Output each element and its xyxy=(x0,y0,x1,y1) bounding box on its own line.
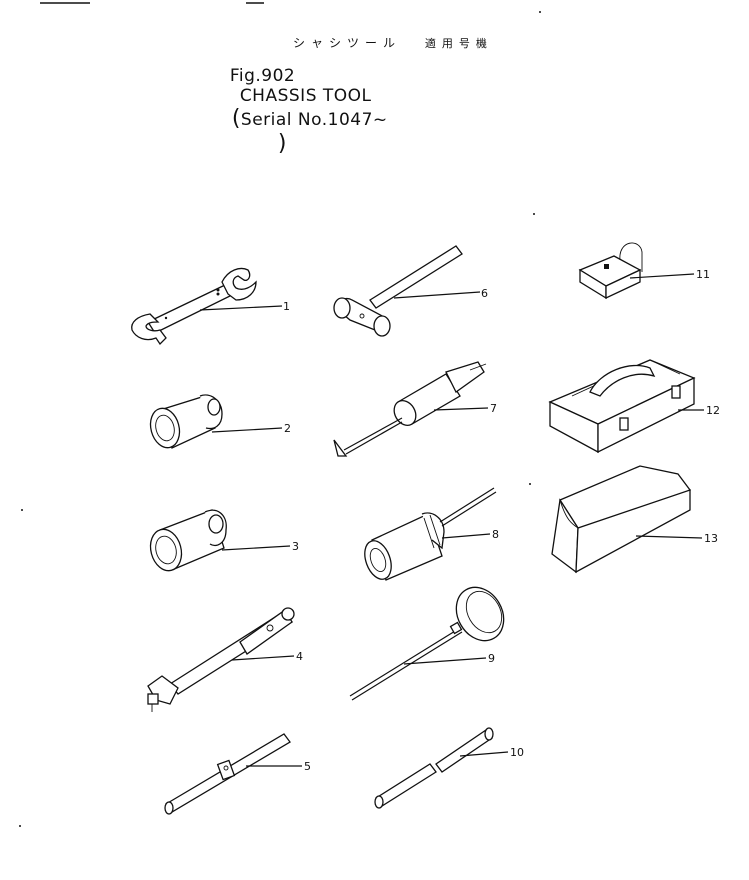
callout-13: 13 xyxy=(635,532,718,545)
callout-label: 3 xyxy=(292,540,299,553)
extension-bar-icon xyxy=(374,727,494,809)
cover-bag-icon xyxy=(551,465,691,574)
wrench-icon xyxy=(131,267,257,346)
callout-8: 8 xyxy=(441,528,499,541)
socket-icon xyxy=(149,394,223,449)
ratchet-handle-icon xyxy=(147,607,295,712)
figure-title: Fig.902 CHASSIS TOOL (Serial No.1047~ ) xyxy=(218,46,388,156)
callout-label: 11 xyxy=(696,268,710,281)
deep-socket-icon xyxy=(364,487,497,581)
callout-label: 6 xyxy=(481,287,488,300)
figure-title-text: CHASSIS TOOL xyxy=(239,86,372,106)
callout-label: 1 xyxy=(283,300,290,313)
serial-open-paren: ( xyxy=(231,106,241,131)
callout-label: 2 xyxy=(284,422,291,435)
callout-6: 6 xyxy=(393,287,488,300)
callout-10: 10 xyxy=(459,746,524,759)
callout-11: 11 xyxy=(629,268,710,281)
toolbox-icon xyxy=(548,359,696,454)
callout-label: 5 xyxy=(304,760,311,773)
serial-close-paren: ) xyxy=(277,131,287,156)
serial-number-text: Serial No.1047~ xyxy=(240,110,388,130)
callout-9: 9 xyxy=(403,652,495,665)
japanese-subtitle: シャシツール 適用号機 xyxy=(293,34,493,51)
jp-subtitle-text: シャシツール xyxy=(293,36,402,50)
padlock-icon xyxy=(578,242,643,300)
callout-3: 3 xyxy=(221,540,299,553)
callout-2: 2 xyxy=(211,422,291,435)
callout-label: 10 xyxy=(510,746,524,759)
hammer-icon xyxy=(333,245,463,337)
callout-4: 4 xyxy=(231,650,303,663)
figure-number: Fig.902 xyxy=(229,66,296,86)
callout-label: 4 xyxy=(296,650,303,663)
slide-hammer-icon xyxy=(333,361,487,457)
callout-1: 1 xyxy=(199,300,290,313)
callout-label: 12 xyxy=(706,404,720,417)
callout-5: 5 xyxy=(246,760,311,773)
inspection-mirror-icon xyxy=(349,586,505,701)
socket-icon xyxy=(149,509,227,572)
callout-label: 13 xyxy=(704,532,718,545)
t-handle-icon xyxy=(164,733,291,815)
callout-label: 8 xyxy=(492,528,499,541)
jp-applicability-text: 適用号機 xyxy=(424,37,493,50)
callout-7: 7 xyxy=(433,402,497,415)
callout-label: 9 xyxy=(488,652,495,665)
callout-12: 12 xyxy=(678,404,720,417)
callout-label: 7 xyxy=(490,402,497,415)
